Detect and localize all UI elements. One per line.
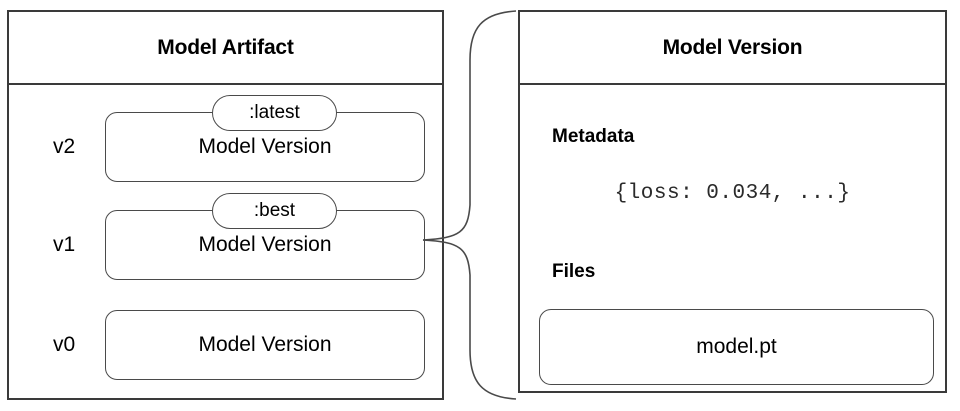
version-box-v0[interactable]: Model Version [105, 310, 425, 380]
version-label-v2: v2 [53, 135, 76, 158]
file-box-model-pt[interactable]: model.pt [539, 309, 934, 385]
version-box-label-v0: Model Version [198, 333, 332, 356]
model-artifact-body: v2 Model Version :latest v1 Model Versio… [9, 85, 442, 398]
model-version-body: Metadata {loss: 0.034, ...} Files model.… [520, 85, 945, 391]
model-version-panel: Model Version Metadata {loss: 0.034, ...… [518, 10, 947, 393]
metadata-value: {loss: 0.034, ...} [614, 182, 851, 205]
version-label-v0: v0 [53, 333, 76, 356]
version-row-v1: v1 Model Version :best [9, 193, 442, 280]
model-version-title: Model Version [662, 35, 803, 59]
model-artifact-panel: Model Artifact v2 Model Version :latest … [7, 10, 444, 400]
model-version-header: Model Version [520, 12, 945, 85]
alias-pill-latest[interactable]: :latest [212, 95, 337, 131]
model-artifact-title: Model Artifact [157, 35, 294, 59]
files-heading: Files [552, 261, 596, 282]
alias-pill-best[interactable]: :best [212, 193, 337, 229]
version-box-label-v2: Model Version [198, 135, 332, 158]
model-artifact-header: Model Artifact [9, 12, 442, 85]
version-box-label-v1: Model Version [198, 233, 332, 256]
version-row-v2: v2 Model Version :latest [9, 95, 442, 182]
file-name-label: model.pt [696, 335, 777, 358]
metadata-heading: Metadata [552, 126, 635, 147]
version-label-v1: v1 [53, 233, 76, 256]
alias-pill-label-best: :best [253, 200, 296, 221]
version-row-v0: v0 Model Version [9, 310, 442, 380]
alias-pill-label-latest: :latest [249, 102, 300, 123]
